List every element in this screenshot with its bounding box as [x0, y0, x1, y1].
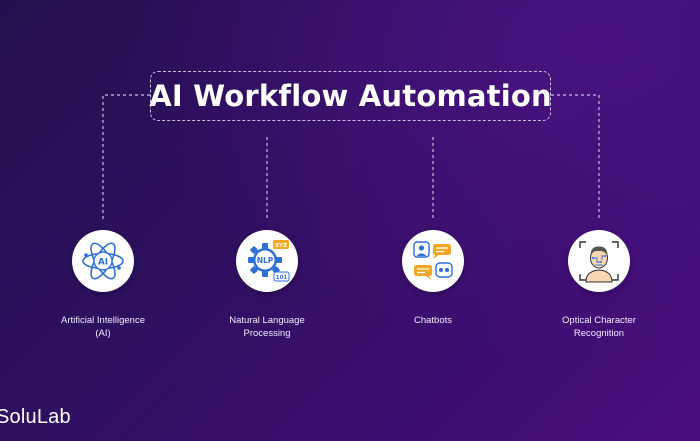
- node-nlp-label: Natural Language Processing: [229, 315, 305, 339]
- node-nlp: NLP XYZ 101 Natural Language Processing: [202, 230, 332, 340]
- node-chatbots-label: Chatbots: [413, 315, 453, 326]
- node-ocr: Optical Character Recognition: [534, 230, 664, 340]
- nlp-gear-icon: NLP XYZ 101: [248, 240, 290, 282]
- chatbot-icon: [413, 241, 453, 280]
- node-nlp-circle: NLP XYZ 101: [236, 230, 298, 292]
- connector-ocr: [551, 94, 600, 221]
- brand-logo: SoluLab: [0, 406, 71, 428]
- node-ai-circle: AI: [72, 230, 134, 292]
- node-ocr-label: Optical Character Recognition: [562, 315, 636, 339]
- face-scan-icon: [579, 241, 619, 283]
- node-chatbots-circle: [402, 230, 464, 292]
- svg-text:NLP: NLP: [257, 256, 274, 265]
- node-ai-label: Artificial Intelligence (AI): [61, 315, 145, 339]
- node-chatbots: Chatbots: [368, 230, 498, 327]
- ai-atom-icon: AI: [82, 242, 124, 280]
- connector-ai: [102, 94, 150, 221]
- svg-text:101: 101: [276, 275, 288, 281]
- svg-text:XYZ: XYZ: [275, 243, 287, 249]
- node-ai: AI Artificial Intelligence (AI): [38, 230, 168, 340]
- page-title: AI Workflow Automation: [149, 79, 552, 113]
- svg-text:AI: AI: [98, 258, 108, 268]
- title-box: AI Workflow Automation: [149, 71, 552, 121]
- node-ocr-circle: [568, 230, 630, 292]
